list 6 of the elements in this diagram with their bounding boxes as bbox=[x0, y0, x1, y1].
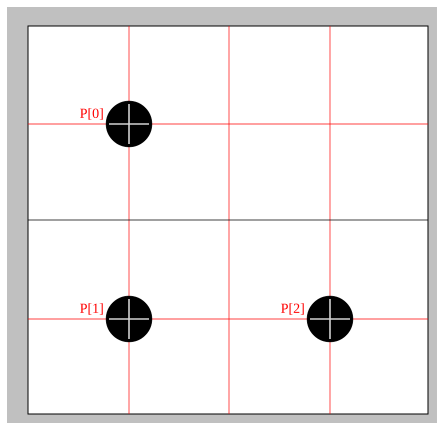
point-marker bbox=[306, 296, 354, 342]
point-marker bbox=[106, 100, 152, 148]
point-label: P[2] bbox=[281, 303, 304, 315]
point-label: P[1] bbox=[80, 303, 103, 315]
point-marker bbox=[106, 296, 152, 342]
point-label: P[0] bbox=[80, 108, 103, 120]
